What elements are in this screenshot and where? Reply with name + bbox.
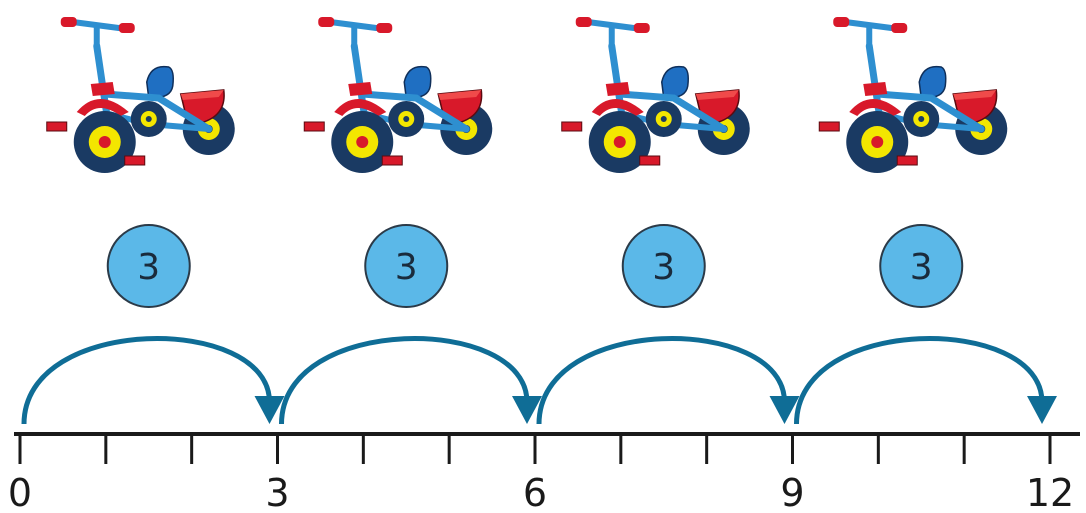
jump-arc — [279, 336, 530, 425]
tick-label: 12 — [1026, 471, 1074, 513]
tick-label: 0 — [8, 471, 32, 513]
jump-arcs — [21, 336, 1057, 425]
count-badge: 3 — [879, 224, 964, 308]
badge-label: 3 — [652, 247, 675, 288]
count-badge: 3 — [621, 224, 706, 308]
tricycle-icon — [819, 17, 1007, 173]
tricycle-icon — [304, 17, 492, 173]
jump-arc — [21, 336, 272, 425]
tick-label: 9 — [780, 471, 804, 513]
count-badge: 3 — [106, 224, 191, 308]
badge-label: 3 — [910, 247, 933, 288]
badge-label: 3 — [395, 247, 418, 288]
jump-arc — [794, 336, 1045, 425]
jump-arc — [536, 336, 787, 425]
tricycle-row — [47, 17, 1008, 173]
arrowhead-icon — [254, 396, 285, 424]
count-badge: 3 — [364, 224, 449, 308]
tick-label: 3 — [265, 471, 289, 513]
arrowhead-icon — [769, 396, 800, 424]
badge-row: 3 3 3 3 — [106, 224, 964, 308]
tick-label: 6 — [523, 471, 547, 513]
number-line: 0 3 6 9 12 — [8, 432, 1080, 513]
badge-label: 3 — [137, 247, 160, 288]
arrowhead-icon — [1027, 396, 1057, 424]
tricycle-icon — [562, 17, 750, 173]
arrowhead-icon — [512, 396, 542, 424]
tricycle-icon — [47, 17, 235, 173]
